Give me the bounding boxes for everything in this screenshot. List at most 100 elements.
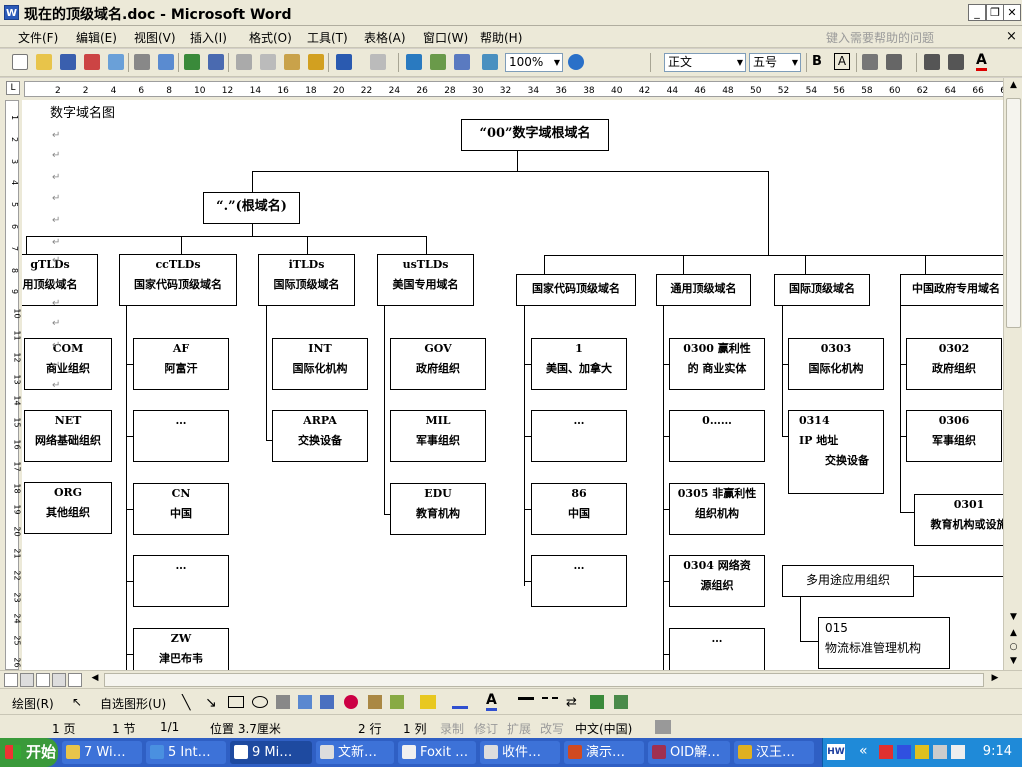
menu-insert[interactable]: 插入(I) [190,31,227,45]
new-document-icon[interactable] [12,54,28,70]
picture-icon[interactable] [390,695,404,709]
diagram-icon[interactable] [344,695,358,709]
right-category-3[interactable]: 中国政府专用域名 [900,274,1003,306]
numbering-icon[interactable] [924,54,940,70]
task-explorer[interactable]: 7 Wi… [62,741,142,764]
menu-edit[interactable]: 编辑(E) [76,31,117,45]
tables-borders-icon[interactable] [430,54,446,70]
print-preview-icon[interactable] [158,54,174,70]
line-icon[interactable]: ╲ [182,695,191,711]
rectangle-icon[interactable] [228,696,244,708]
undo-icon[interactable] [336,54,352,70]
menu-view[interactable]: 视图(V) [134,31,176,45]
menu-file[interactable]: 文件(F) [18,31,59,45]
hyperlink-icon[interactable] [406,54,422,70]
task-oid[interactable]: OID解… [648,741,730,764]
menu-window[interactable]: 窗口(W) [423,31,469,45]
cctld-node-3[interactable]: … [133,555,229,607]
cut-icon[interactable] [236,54,252,70]
open-icon[interactable] [36,54,52,70]
tray-icon-c[interactable] [915,745,929,759]
start-button[interactable]: 开始 [0,738,58,767]
arrow-icon[interactable]: ↘ [205,695,217,711]
next-page-icon[interactable]: ▼ [1006,654,1021,669]
hw-tray-icon[interactable]: HW [827,744,845,760]
line-color-icon[interactable] [452,695,468,709]
select-pointer-icon[interactable]: ↖ [72,695,83,709]
close-document-icon[interactable]: × [1006,29,1017,44]
spelling-status-icon[interactable] [655,720,671,734]
generic-node-2[interactable]: 0305 非赢利性组织机构 [669,483,765,535]
format-painter-icon[interactable] [308,54,324,70]
draw-menu[interactable]: 绘图(R) [12,697,54,711]
task-foxit[interactable]: Foxit … [398,741,476,764]
web-view-icon[interactable] [20,673,34,687]
task-powerpoint[interactable]: 演示… [564,741,644,764]
textbox-icon[interactable] [276,695,290,709]
status-overtype[interactable]: 改写 [540,722,565,736]
dot-root-node[interactable]: “.”(根域名) [203,192,300,224]
vertical-scrollbar[interactable]: ▲ ▼ ▲ ○ ▼ [1003,78,1022,670]
menu-table[interactable]: 表格(A) [364,31,406,45]
character-border-button[interactable]: A [834,53,850,70]
menu-tools[interactable]: 工具(T) [307,31,348,45]
menu-format[interactable]: 格式(O) [249,31,292,45]
document-map-icon[interactable] [482,54,498,70]
cctld-node-1[interactable]: … [133,410,229,462]
outline-view-icon[interactable] [52,673,66,687]
task-wenxin[interactable]: 文新… [316,741,394,764]
scroll-right-icon[interactable]: ▶ [991,673,999,683]
tab-selector[interactable]: L [6,81,20,95]
drawing-font-color-icon[interactable]: A [486,693,497,711]
font-color-button[interactable]: A [976,53,987,71]
increase-indent-icon[interactable] [948,54,964,70]
scroll-left-icon[interactable]: ◀ [91,673,99,683]
save-icon[interactable] [60,54,76,70]
tray-icon-a[interactable] [879,745,893,759]
insert-table-icon[interactable] [454,54,470,70]
3d-icon[interactable] [614,695,628,709]
task-word[interactable]: 9 Mi… [230,741,312,764]
bold-button[interactable]: B [812,54,822,69]
help-icon[interactable] [568,54,584,70]
arrow-style-icon[interactable]: ⇄ [566,695,577,710]
country-code-node-3[interactable]: … [531,555,627,607]
status-extend[interactable]: 扩展 [507,722,532,736]
print-icon[interactable] [134,54,150,70]
scroll-thumb[interactable] [1006,98,1021,328]
clipart-icon[interactable] [368,695,382,709]
minimize-button[interactable]: _ [968,4,986,21]
oval-icon[interactable] [252,696,268,708]
zoom-select[interactable]: 100%▼ [505,53,563,72]
style-select[interactable]: 正文▼ [664,53,746,72]
status-track-changes[interactable]: 修订 [474,722,499,736]
normal-view-icon[interactable] [4,673,18,687]
copy-icon[interactable] [260,54,276,70]
generic-node-1[interactable]: 0…… [669,410,765,462]
multi-use-node[interactable]: 多用途应用组织 [782,565,914,597]
line-spacing-icon[interactable] [886,54,902,70]
status-record[interactable]: 录制 [440,722,465,736]
font-size-select[interactable]: 五号▼ [749,53,801,72]
right-category-1[interactable]: 通用顶级域名 [656,274,751,306]
generic-node-3[interactable]: 0304 网络资源组织 [669,555,765,607]
generic-node-0[interactable]: 0300 赢利性的 商业实体 [669,338,765,390]
